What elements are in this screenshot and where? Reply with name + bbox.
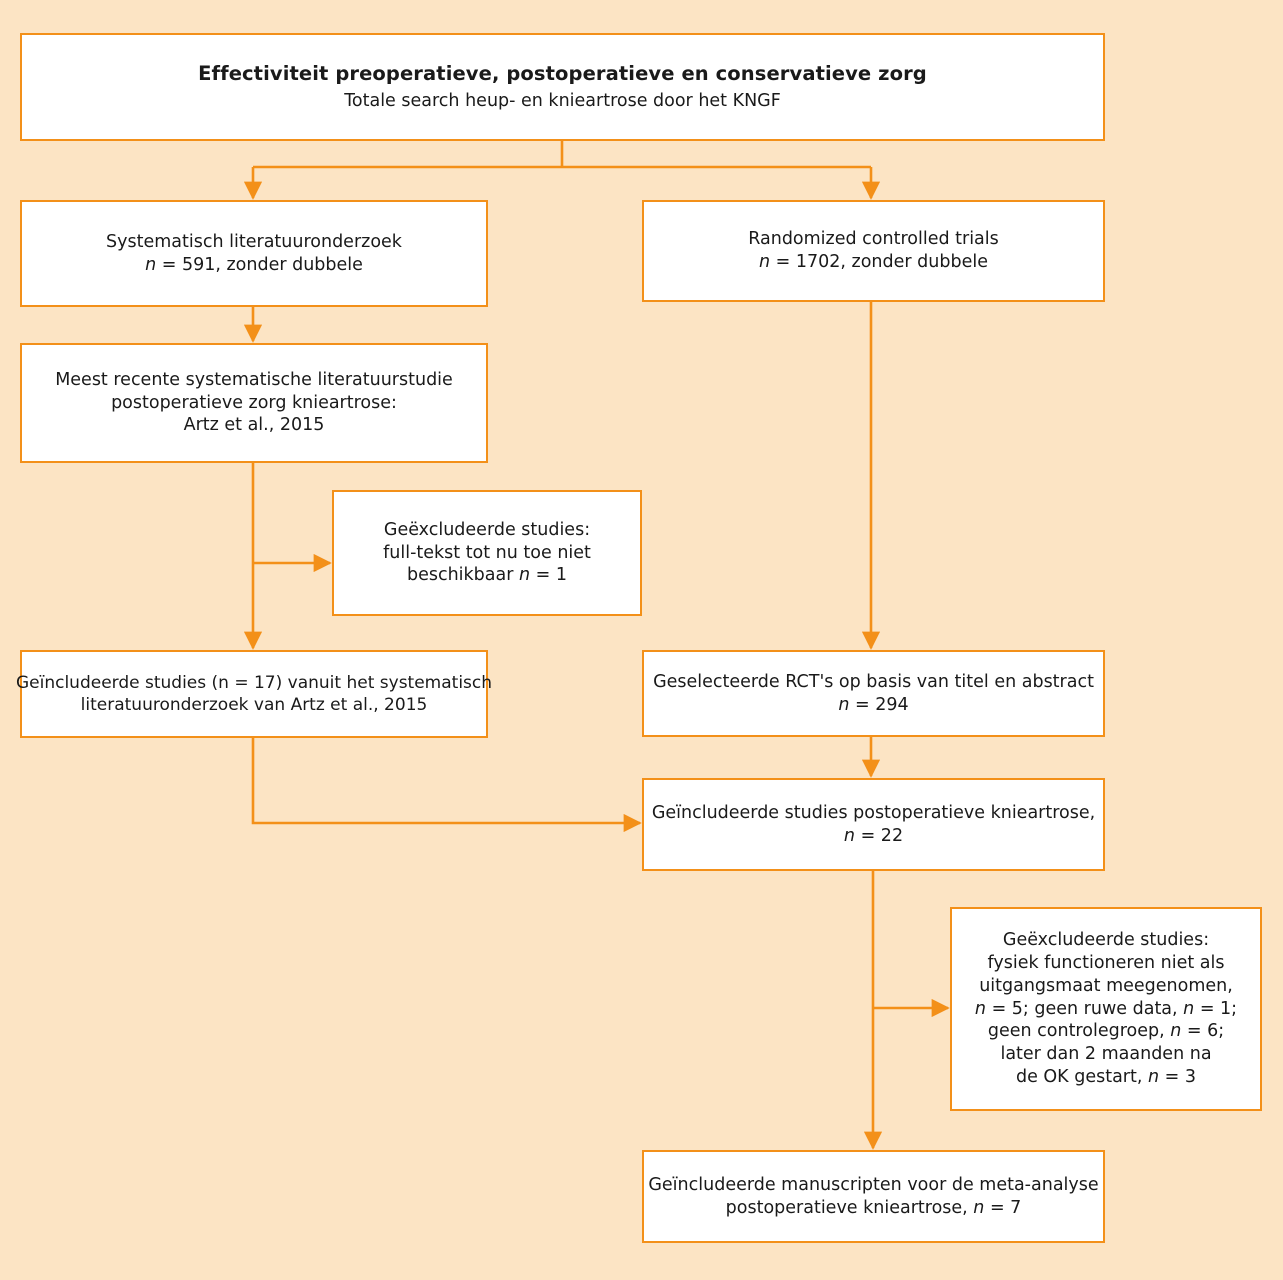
excluded-reasons-line7-value: = 3 — [1159, 1066, 1197, 1087]
node-included-from-review: Geïncludeerde studies (n = 17) vanuit he… — [16, 650, 492, 738]
final-included-line2: postoperatieve knieartrose, n = 7 — [726, 1197, 1022, 1220]
node-most-recent-review: Meest recente systematische literatuurst… — [20, 343, 488, 463]
excluded-reasons-line4-text: = 5; geen ruwe data, — [986, 998, 1184, 1019]
final-included-n-value: = 7 — [984, 1197, 1022, 1218]
excluded-fulltext-line1: Geëxcludeerde studies: — [383, 519, 591, 540]
included-postop-n-value: = 22 — [855, 825, 904, 846]
excluded-reasons-line6: later dan 2 maanden na — [1000, 1044, 1212, 1065]
excluded-reasons-line1: Geëxcludeerde studies: — [1002, 930, 1210, 951]
rct-line1: Randomized controlled trials — [748, 229, 999, 250]
final-included-n-symbol: n — [973, 1197, 985, 1218]
most-recent-review-line1: Meest recente systematische literatuurst… — [55, 369, 453, 390]
excluded-fulltext-line3-pre: beschikbaar — [406, 565, 519, 586]
title-subheading: Totale search heup- en knieartrose door … — [344, 90, 781, 111]
excluded-reasons-line2: fysiek functioneren niet als — [987, 953, 1225, 974]
excluded-fulltext-line3: beschikbaar n = 1 — [407, 564, 567, 587]
node-excluded-reasons: Geëxcludeerde studies: fysiek functioner… — [950, 907, 1262, 1111]
excluded-reasons-line4-value: = 1; — [1194, 998, 1238, 1019]
excluded-reasons-line7: de OK gestart, n = 3 — [1016, 1066, 1196, 1089]
excluded-reasons-n-symbol-4: n — [1147, 1066, 1160, 1087]
rct-n-symbol: n — [759, 252, 771, 272]
excluded-fulltext-line2: full-tekst tot nu toe niet — [383, 542, 591, 563]
rct-line2: n = 1702, zonder dubbele — [759, 251, 988, 274]
node-rct: Randomized controlled trials n = 1702, z… — [642, 200, 1105, 302]
included-from-review-line2: literatuuronderzoek van Artz et al., 201… — [80, 695, 428, 715]
excluded-reasons-line4: n = 5; geen ruwe data, n = 1; — [975, 998, 1237, 1021]
excluded-fulltext-n-symbol: n — [518, 565, 531, 586]
excluded-reasons-n-symbol-2: n — [1183, 998, 1195, 1019]
node-title: Effectiviteit preoperatieve, postoperati… — [20, 33, 1105, 141]
included-postop-n-symbol: n — [843, 825, 856, 846]
node-included-postop: Geïncludeerde studies postoperatieve kni… — [642, 778, 1105, 871]
selected-rcts-line1: Geselecteerde RCT's op basis van titel e… — [653, 671, 1094, 692]
most-recent-review-line3: Artz et al., 2015 — [183, 415, 325, 436]
excluded-reasons-line5-text: geen controlegroep, — [987, 1021, 1171, 1042]
most-recent-review-line2: postoperatieve zorg knieartrose: — [111, 392, 397, 413]
systematic-review-line2: n = 591, zonder dubbele — [145, 254, 363, 277]
included-postop-line1: Geïncludeerde studies postoperatieve kni… — [651, 802, 1096, 823]
final-included-line1: Geïncludeerde manuscripten voor de meta-… — [648, 1174, 1099, 1195]
node-systematic-review: Systematisch literatuuronderzoek n = 591… — [20, 200, 488, 307]
connector-included-review-to-postop — [251, 738, 642, 833]
title-heading: Effectiviteit preoperatieve, postoperati… — [198, 62, 927, 86]
included-from-review-line1: Geïncludeerde studies (n = 17) vanuit he… — [15, 672, 493, 693]
node-selected-rcts: Geselecteerde RCT's op basis van titel e… — [642, 650, 1105, 737]
excluded-reasons-line3: uitgangsmaat meegenomen, — [979, 975, 1233, 996]
excluded-reasons-line5: geen controlegroep, n = 6; — [988, 1020, 1224, 1043]
rct-n-value: = 1702, zonder dubbele — [770, 252, 988, 272]
node-excluded-fulltext: Geëxcludeerde studies: full-tekst tot nu… — [332, 490, 642, 616]
systematic-review-line1: Systematisch literatuuronderzoek — [106, 231, 402, 252]
selected-rcts-n-value: = 294 — [849, 694, 909, 715]
systematic-review-n-value: = 591, zonder dubbele — [156, 254, 363, 275]
selected-rcts-n-symbol: n — [838, 694, 850, 715]
node-final-included: Geïncludeerde manuscripten voor de meta-… — [642, 1150, 1105, 1243]
included-postop-line2: n = 22 — [844, 825, 903, 848]
excluded-reasons-n-symbol-3: n — [1170, 1021, 1182, 1042]
excluded-fulltext-n-value: = 1 — [530, 565, 568, 586]
excluded-reasons-line5-value: = 6; — [1181, 1021, 1225, 1042]
excluded-reasons-line7-text: de OK gestart, — [1015, 1066, 1148, 1087]
systematic-review-n-symbol: n — [145, 254, 157, 275]
excluded-reasons-n-symbol-1: n — [974, 998, 986, 1019]
final-included-line2-text: postoperatieve knieartrose, — [725, 1197, 974, 1218]
selected-rcts-line2: n = 294 — [838, 694, 908, 717]
